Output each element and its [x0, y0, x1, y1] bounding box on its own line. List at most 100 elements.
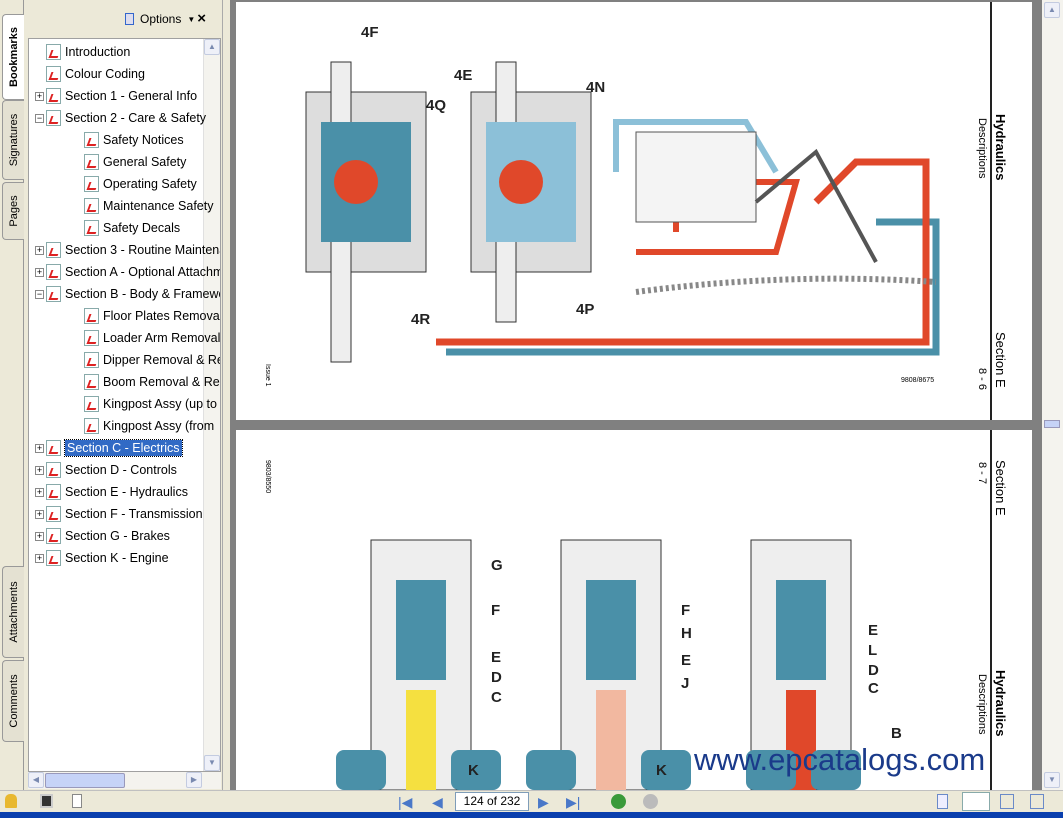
- expand-icon[interactable]: +: [35, 266, 44, 277]
- bookmark-item[interactable]: + Section G - Brakes: [35, 525, 170, 547]
- bookmark-item[interactable]: Floor Plates Removal: [84, 305, 220, 327]
- bookmark-item[interactable]: Safety Decals: [84, 217, 180, 239]
- bookmark-item[interactable]: Boom Removal & Replacement: [84, 371, 220, 393]
- expand-icon[interactable]: +: [35, 530, 44, 541]
- facing-view-icon[interactable]: [1000, 794, 1014, 809]
- bookmark-item[interactable]: +Section K - Engine: [35, 547, 169, 569]
- expand-icon[interactable]: +: [35, 244, 44, 255]
- expand-icon[interactable]: +: [35, 442, 44, 453]
- pdf-bookmark-icon: [84, 176, 99, 192]
- bookmark-item[interactable]: −Section B - Body & Framework: [35, 283, 220, 305]
- pdf-bookmark-icon: [46, 484, 61, 500]
- doc-scroll-thumb[interactable]: [1044, 420, 1060, 428]
- expand-icon[interactable]: +: [35, 486, 44, 497]
- fullscreen-icon[interactable]: [40, 794, 53, 808]
- next-page-button[interactable]: ▶: [538, 794, 549, 810]
- svg-text:F: F: [491, 602, 500, 619]
- section-label: Section E: [993, 332, 1008, 388]
- bookmark-label: Introduction: [65, 45, 131, 59]
- scroll-left-button[interactable]: ◀: [28, 772, 44, 788]
- scroll-up-button[interactable]: ▲: [204, 39, 220, 55]
- bookmark-item[interactable]: Kingpost Assy (from: [84, 415, 214, 437]
- continuous-facing-view-icon[interactable]: [1030, 794, 1044, 809]
- status-bar: |◀ ◀ 124 of 232 ▶ ▶|: [0, 790, 1063, 812]
- taskbar: [0, 812, 1063, 818]
- svg-text:C: C: [868, 680, 879, 697]
- previous-page-button[interactable]: ◀: [432, 794, 443, 810]
- svg-text:9808/8675: 9808/8675: [901, 377, 934, 384]
- tab-pages[interactable]: Pages: [2, 182, 24, 240]
- last-page-button[interactable]: ▶|: [566, 794, 581, 810]
- bookmark-item[interactable]: +Section 1 - General Info: [35, 85, 197, 107]
- horizontal-scroll-thumb[interactable]: [45, 773, 125, 788]
- page-layout-icon[interactable]: [72, 794, 82, 808]
- document-vertical-scrollbar[interactable]: ▲ ▼: [1042, 0, 1063, 790]
- continuous-view-icon[interactable]: [962, 792, 990, 811]
- collapse-icon[interactable]: −: [35, 288, 44, 299]
- bookmark-item[interactable]: +Section D - Controls: [35, 459, 177, 481]
- bookmark-item[interactable]: +Section C - Electrics: [35, 437, 183, 459]
- svg-text:D: D: [868, 662, 879, 679]
- security-lock-icon[interactable]: [5, 794, 17, 808]
- svg-text:L: L: [868, 642, 877, 659]
- svg-text:G: G: [491, 557, 503, 574]
- scroll-right-button[interactable]: ▶: [186, 772, 202, 788]
- svg-text:K: K: [468, 762, 479, 779]
- tree-vertical-scrollbar[interactable]: ▲ ▼: [203, 39, 220, 771]
- go-forward-icon[interactable]: [643, 794, 658, 809]
- go-back-icon[interactable]: [611, 794, 626, 809]
- bookmark-label: Boom Removal & Replacement: [103, 375, 220, 389]
- bookmark-item[interactable]: +Section A - Optional Attachments: [35, 261, 220, 283]
- options-menu-button[interactable]: Options▼: [125, 12, 195, 26]
- pdf-bookmark-icon: [46, 264, 61, 280]
- expand-icon[interactable]: +: [35, 464, 44, 475]
- collapse-icon[interactable]: −: [35, 112, 44, 123]
- valve-cross-section-diagram: G F E D C K F H E J K E L D C B 9803/855…: [264, 460, 902, 790]
- expand-icon[interactable]: +: [35, 552, 44, 563]
- bookmark-item[interactable]: Maintenance Safety: [84, 195, 214, 217]
- bookmark-item[interactable]: General Safety: [84, 151, 186, 173]
- pdf-bookmark-icon: [84, 396, 99, 412]
- page-number-input[interactable]: 124 of 232: [455, 792, 529, 811]
- doc-scroll-down-button[interactable]: ▼: [1044, 772, 1060, 788]
- svg-text:F: F: [681, 602, 690, 619]
- expand-icon[interactable]: +: [35, 90, 44, 101]
- bookmark-item[interactable]: Introduction: [35, 41, 130, 63]
- pdf-bookmark-icon: [46, 66, 61, 82]
- svg-text:4N: 4N: [586, 79, 605, 96]
- document-view: 4F 4Q 4E 4N 4R 4P 9808/8675 Issue 1 Hydr…: [230, 0, 1042, 790]
- tab-bookmarks[interactable]: Bookmarks: [2, 14, 24, 100]
- scroll-down-button[interactable]: ▼: [204, 755, 220, 771]
- first-page-button[interactable]: |◀: [398, 794, 413, 810]
- tab-comments[interactable]: Comments: [2, 660, 24, 742]
- pdf-bookmark-icon: [46, 286, 61, 302]
- bookmark-item[interactable]: −Section 2 - Care & Safety: [35, 107, 206, 129]
- tab-signatures[interactable]: Signatures: [2, 100, 24, 180]
- bookmark-item[interactable]: +Section F - Transmission: [35, 503, 203, 525]
- dropdown-arrow-icon: ▼: [187, 14, 196, 24]
- svg-text:4R: 4R: [411, 311, 430, 328]
- bookmark-item[interactable]: Operating Safety: [84, 173, 197, 195]
- pdf-bookmark-icon: [84, 220, 99, 236]
- svg-text:4P: 4P: [576, 301, 594, 318]
- bookmark-item[interactable]: Safety Notices: [84, 129, 184, 151]
- bookmark-item[interactable]: Kingpost Assy (up to: [84, 393, 217, 415]
- close-panel-button[interactable]: ×: [197, 10, 206, 27]
- tree-horizontal-scrollbar[interactable]: ◀ ▶: [28, 772, 221, 789]
- page-8-6: 4F 4Q 4E 4N 4R 4P 9808/8675 Issue 1 Hydr…: [236, 2, 1032, 420]
- bookmark-item[interactable]: +Section 3 - Routine Maintenance: [35, 239, 220, 261]
- bookmark-item[interactable]: Loader Arm Removal: [84, 327, 220, 349]
- bookmark-item[interactable]: +Section E - Hydraulics: [35, 481, 188, 503]
- pdf-bookmark-icon: [84, 132, 99, 148]
- svg-text:C: C: [491, 689, 502, 706]
- panel-splitter[interactable]: [222, 0, 230, 790]
- bookmark-item[interactable]: Dipper Removal & Replacement: [84, 349, 220, 371]
- bookmark-label: Section G - Brakes: [65, 529, 170, 543]
- single-page-view-icon[interactable]: [937, 794, 948, 809]
- expand-icon[interactable]: +: [35, 508, 44, 519]
- bookmark-item[interactable]: Colour Coding: [35, 63, 145, 85]
- tab-attachments[interactable]: Attachments: [2, 566, 24, 658]
- doc-scroll-up-button[interactable]: ▲: [1044, 2, 1060, 18]
- page-title: Hydraulics: [993, 114, 1008, 181]
